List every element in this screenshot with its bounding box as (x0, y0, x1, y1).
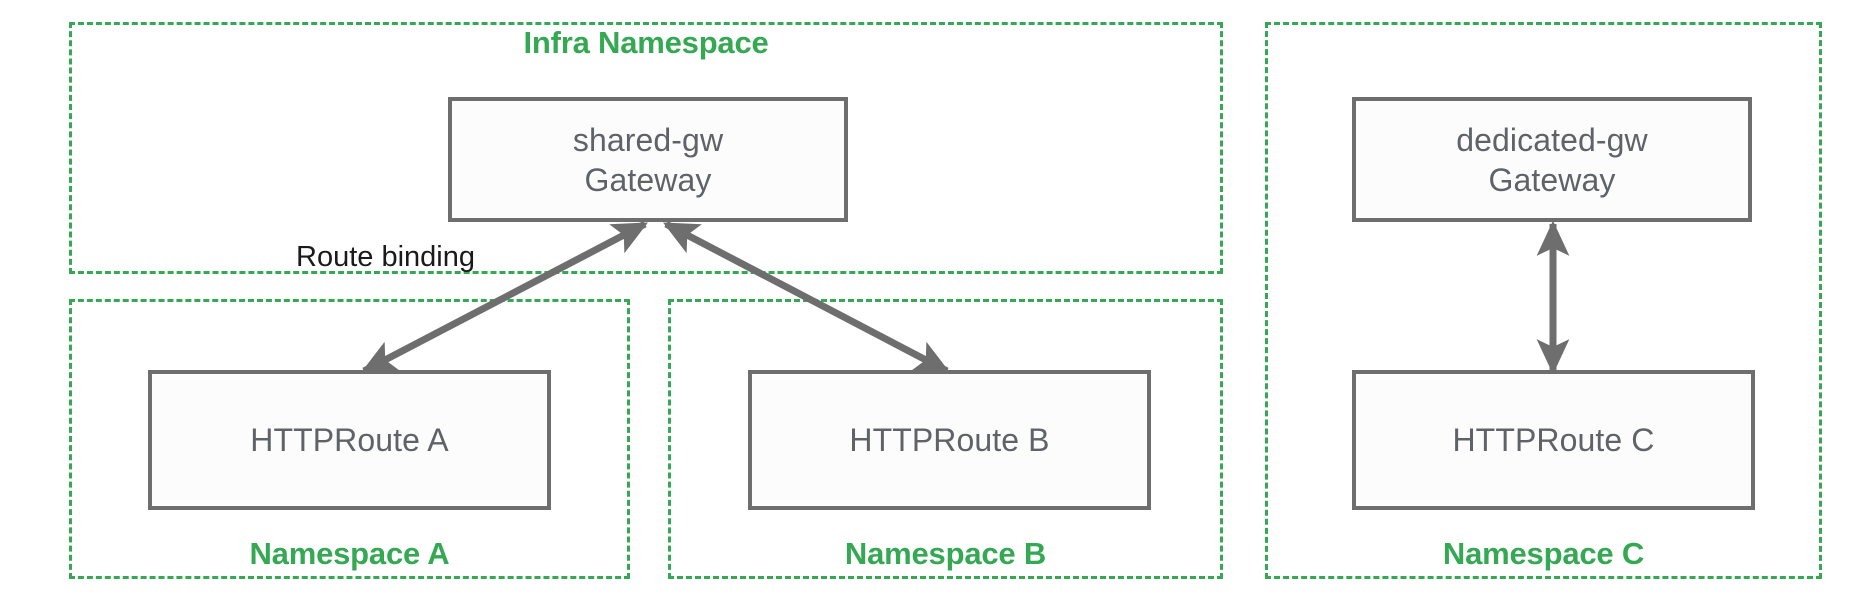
box-shared-gw[interactable]: shared-gw Gateway (448, 97, 848, 222)
box-dedicated-gw-label: dedicated-gw Gateway (1456, 121, 1648, 198)
edge-label-route-binding: Route binding (296, 241, 475, 273)
namespace-c-container (1265, 22, 1822, 579)
box-httproute-c[interactable]: HTTPRoute C (1352, 370, 1755, 510)
namespace-a-container (69, 299, 630, 579)
namespace-infra-label: Infra Namespace (523, 25, 769, 60)
box-dedicated-gw[interactable]: dedicated-gw Gateway (1352, 97, 1752, 222)
box-httproute-a[interactable]: HTTPRoute A (148, 370, 551, 510)
box-httproute-b-label: HTTPRoute B (849, 422, 1050, 458)
namespace-a-label: Namespace A (249, 536, 450, 571)
namespace-b-label: Namespace B (844, 536, 1047, 571)
namespace-c-label: Namespace C (1442, 536, 1645, 571)
box-httproute-c-label: HTTPRoute C (1452, 422, 1655, 458)
box-shared-gw-label: shared-gw Gateway (572, 121, 724, 198)
box-httproute-b[interactable]: HTTPRoute B (748, 370, 1151, 510)
box-httproute-a-label: HTTPRoute A (250, 422, 449, 458)
